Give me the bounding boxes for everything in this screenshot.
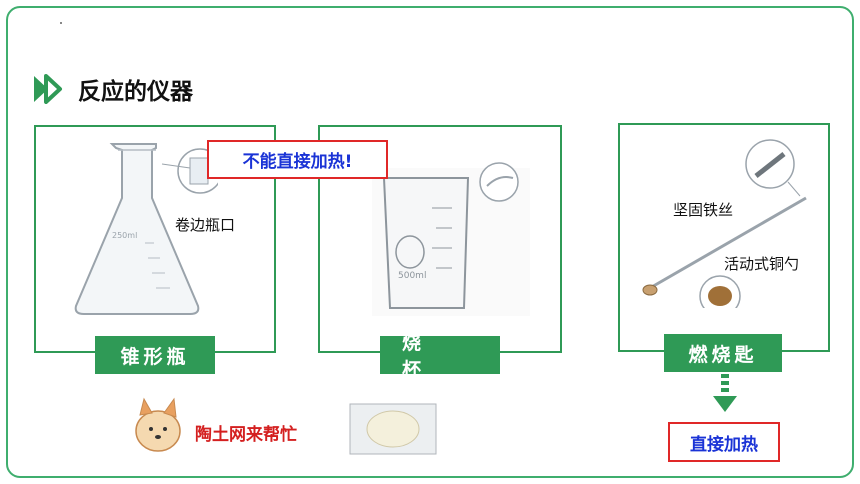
play-arrow-icon [34,74,62,104]
conical-flask-image: 250ml [74,143,200,315]
spoon-wire-note: 坚固铁丝 [673,201,734,219]
direct-heat-text: 直接加热 [690,434,758,455]
helper-text: 陶土网来帮忙 [195,425,297,445]
label-conical-flask: 锥形瓶 [95,336,215,374]
slide-frame [6,6,854,478]
flask-rim-note: 卷边瓶口 [175,216,236,234]
beaker-spout-zoom [479,162,519,202]
down-arrow-icon [713,374,737,412]
label-beaker: 烧 杯 [380,332,500,381]
decorative-dot [60,22,62,24]
section-title: 反应的仪器 [78,79,193,105]
svg-text:500ml: 500ml [398,271,426,281]
no-direct-heat-text: 不能直接加热! [242,152,353,172]
ceramic-gauze-image [349,403,437,455]
label-combustion-spoon: 燃烧匙 [664,334,782,372]
section-heading: 反应的仪器 [32,72,193,106]
spoon-cup-note: 活动式铜勺 [724,255,800,273]
svg-text:250ml: 250ml [112,231,137,240]
mascot-image [135,397,181,452]
no-direct-heat-box: 不能直接加热! [207,140,388,179]
direct-heat-box: 直接加热 [668,422,780,462]
combustion-spoon-image [642,139,807,308]
panel-combustion-spoon [618,123,830,352]
